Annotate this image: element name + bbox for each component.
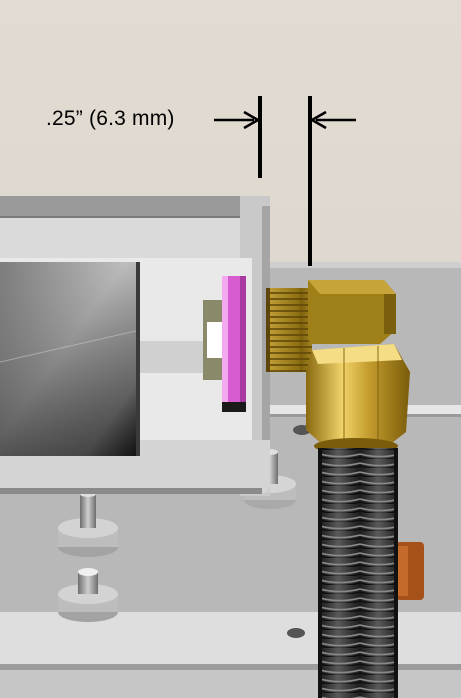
- standoff-tab: [396, 542, 424, 600]
- coiled-hose: [318, 448, 398, 698]
- left-arrow-icon: [311, 110, 356, 130]
- right-arrow-icon: [214, 110, 259, 130]
- plate-hole: [287, 628, 305, 638]
- rail-upper: [140, 405, 461, 414]
- brass-elbow: [308, 280, 396, 344]
- motor-cylinder: [0, 262, 141, 456]
- shaft-coupling: [140, 300, 223, 380]
- threaded-nipple: [266, 288, 312, 372]
- dimension-label: .25” (6.3 mm): [46, 107, 175, 130]
- standoff-peg: [58, 491, 118, 557]
- brass-hex-nut: [306, 344, 410, 454]
- standoff-peg: [58, 568, 118, 622]
- magenta-spacer: [222, 276, 246, 412]
- dimension-callout: [214, 96, 356, 266]
